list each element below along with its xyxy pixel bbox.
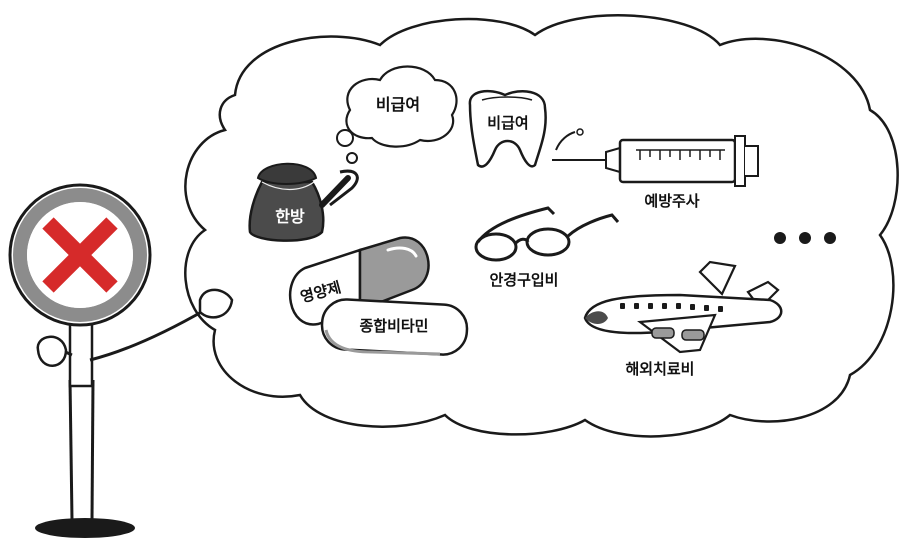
ellipsis-dot [774, 232, 786, 244]
bubble-label: 비급여 [376, 95, 420, 114]
airplane-label: 해외치료비 [625, 360, 694, 378]
steam-puff [346, 152, 358, 164]
tooth-label: 비급여 [487, 114, 528, 132]
ellipsis-dot [824, 232, 836, 244]
teapot-label: 한방 [275, 207, 305, 226]
ellipsis-dot [799, 232, 811, 244]
airplane-icon [583, 260, 783, 354]
tooth-icon [468, 89, 547, 168]
teapot-icon [248, 162, 359, 242]
glasses-icon [474, 206, 620, 262]
x-mark-icon [42, 217, 118, 293]
steam-puff [336, 129, 354, 147]
tablet-label: 종합비타민 [359, 317, 428, 335]
glasses-label: 안경구입비 [489, 271, 558, 289]
small-thought-bubble [345, 65, 458, 148]
syringe-label: 예방주사 [644, 192, 699, 210]
syringe-icon [552, 128, 759, 187]
tablet-icon [320, 298, 469, 356]
